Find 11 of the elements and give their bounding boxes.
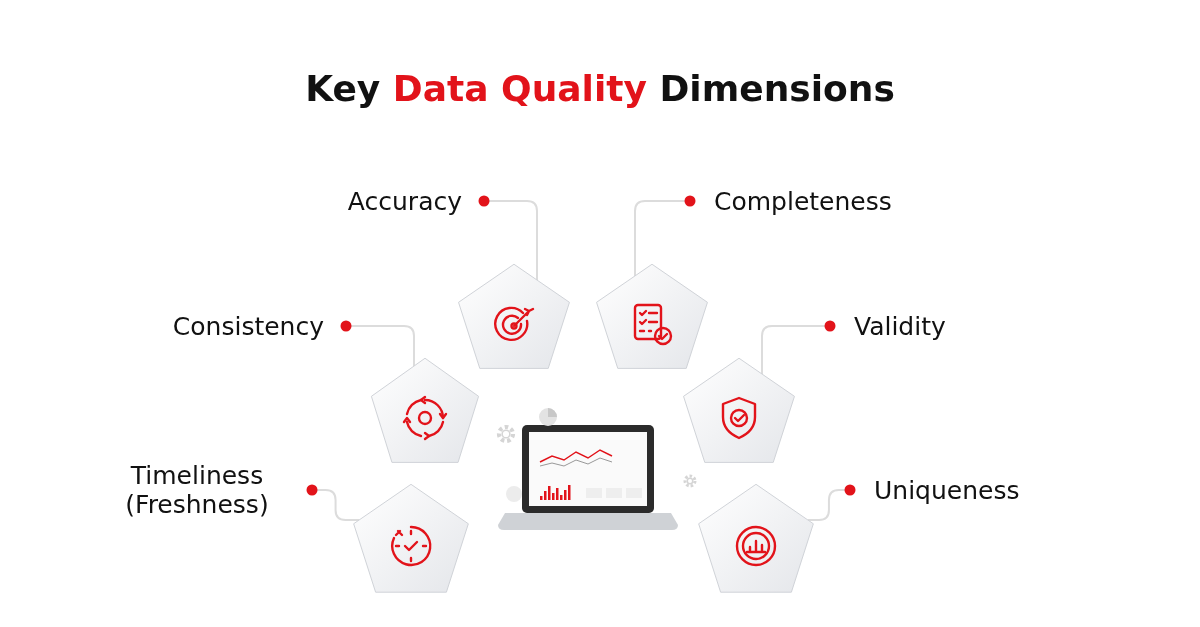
leader-line <box>340 320 415 368</box>
title: Key Data Quality Dimensions <box>304 68 896 109</box>
dimension-label: Consistency <box>140 307 346 345</box>
leader-line <box>761 320 836 376</box>
dimension-label: Accuracy <box>280 182 484 220</box>
leader-line <box>478 195 538 282</box>
dimension-label: Uniqueness <box>850 471 1070 509</box>
dimension-label: Timeliness (Freshness) <box>104 452 312 528</box>
leader-line <box>634 195 696 277</box>
dimension-label: Validity <box>830 307 990 345</box>
dimension-label: Completeness <box>690 182 930 220</box>
